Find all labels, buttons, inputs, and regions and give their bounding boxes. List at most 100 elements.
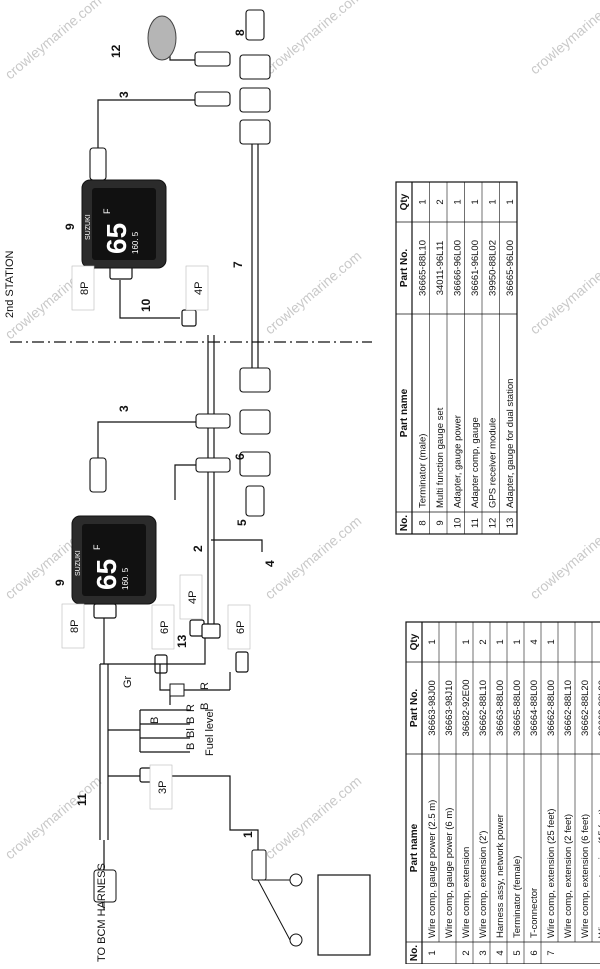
table-cell-part: 36665-88L10 [418, 240, 429, 296]
table-cell-part: 36662-88L00 [546, 680, 557, 736]
harness-label: TO BCM HARNESS [96, 863, 108, 962]
svg-text:6P: 6P [159, 621, 171, 634]
connector-plug [194, 91, 231, 107]
callout-8: 8 [233, 29, 247, 36]
connector-6p-right [235, 651, 249, 673]
t-connector [239, 451, 271, 477]
table-cell-no: 10 [453, 518, 464, 529]
svg-text:4P: 4P [187, 591, 199, 604]
callout-7: 7 [231, 261, 245, 268]
fuel-wire-color: Bl [185, 728, 197, 738]
wire-2-main [207, 335, 215, 632]
table-cell-name: Adapter comp, gauge [470, 417, 481, 508]
fuel-wire-color: B [185, 717, 197, 724]
svg-text:8P: 8P [79, 282, 91, 295]
wire-color-gr: Gr [122, 675, 134, 688]
connector-labels: 3P 6P 6P 4P 4P 8P 8P [61, 265, 251, 810]
gauge-brand: SUZUKI [75, 550, 82, 576]
watermark: crowleymarine.com [262, 773, 365, 863]
t-connector [239, 119, 271, 145]
table-cell-part: 34011-96L11 [435, 241, 446, 296]
table-cell-part: 36664-88L00 [529, 680, 540, 736]
table-cell-name: GPS receiver module [488, 418, 499, 508]
table-cell-name: Wire comp, extension (6 feet) [580, 814, 591, 938]
fuel-wire-colors: B Bl B R [185, 704, 197, 750]
watermark: crowleymarine.com [527, 513, 600, 603]
table-cell-name: Wire comp, extension [461, 847, 472, 938]
table-header: Qty [399, 193, 410, 210]
table-cell-qty: 1 [495, 639, 506, 644]
table-cell-part: 36662-88L20 [580, 680, 591, 736]
wire-color-r: R [199, 682, 211, 690]
table-cell-part: 36665-88L00 [512, 680, 523, 736]
table-cell-name: Terminator (female) [512, 856, 523, 938]
connector-plug [89, 457, 107, 493]
callout-9: 9 [53, 579, 67, 586]
table-cell-part: 36666-96L00 [453, 240, 464, 296]
connector-4p-upper [181, 309, 197, 327]
table-cell-name: Adapter, gauge power [453, 415, 464, 508]
label-8p-upper: 8P [71, 265, 95, 311]
table-cell-no: 9 [435, 520, 446, 525]
watermark: crowleymarine.com [2, 0, 105, 82]
table-cell-no: 13 [505, 518, 516, 529]
gauge-sub-reading: 160. 5 [121, 567, 130, 590]
table-cell-no: 4 [495, 950, 506, 955]
wire-3-extension-lower [97, 421, 230, 458]
table-cell-qty: 1 [418, 199, 429, 204]
gauge-sub-reading: 160. 5 [131, 231, 140, 254]
table-cell-qty: 1 [461, 639, 472, 644]
fuel-level-wires [108, 709, 190, 753]
svg-text:6P: 6P [235, 621, 247, 634]
table-cell-part: 39950-88L02 [488, 240, 499, 296]
table-cell-qty: 1 [488, 199, 499, 204]
table-cell-qty: 1 [470, 199, 481, 204]
table-cell-name: Wire comp, extension (15 feet) [597, 809, 600, 938]
table-cell-part: 36663-88L00 [495, 680, 506, 736]
table-cell-qty: 1 [512, 639, 523, 644]
table-cell-name: Harness assy, network power [495, 814, 506, 938]
table-cell-no: 8 [418, 520, 429, 525]
connector-plug [195, 457, 231, 473]
connector-plug [195, 413, 231, 429]
table-cell-no: 2 [461, 950, 472, 955]
connector-13-adapter [201, 623, 221, 639]
table-header: Part name [409, 823, 420, 872]
battery [257, 873, 371, 956]
label-6p-left: 6P [151, 604, 175, 650]
callout-11: 11 [75, 793, 89, 806]
label-8p-lower: 8P [61, 603, 85, 649]
svg-text:4P: 4P [193, 282, 205, 295]
callout-5: 5 [235, 519, 249, 526]
t-connector [239, 367, 271, 393]
wire-stub-t6 [174, 464, 200, 500]
harness-connector [93, 869, 117, 903]
adapter-11-to-13 [108, 638, 206, 665]
terminator-female [245, 485, 265, 517]
gauge-speed: 65 [91, 559, 122, 590]
table-cell-part: 36662-88L30 [597, 680, 600, 736]
watermark: crowleymarine.com [262, 248, 365, 338]
wire-color-b: B [149, 717, 161, 724]
table-cell-qty: 1 [546, 639, 557, 644]
callout-2: 2 [191, 545, 205, 552]
gps-receiver-module [147, 15, 177, 61]
t-connector [239, 87, 271, 113]
table-cell-part: 36682-92E00 [461, 679, 472, 736]
multi-function-gauge-upper: 65 F 160. 5 SUZUKI [81, 179, 167, 269]
callout-4: 4 [263, 560, 277, 567]
gauge-gear: F [92, 544, 102, 550]
wire-10-adapter [119, 280, 180, 319]
table-cell-part: 36662-88L10 [478, 680, 489, 736]
svg-text:3P: 3P [157, 781, 169, 794]
terminator-male [245, 9, 265, 41]
table-cell-name: Wire comp, extension (2 feet) [563, 814, 574, 938]
fuel-level-label: Fuel level [204, 709, 216, 756]
table-cell-qty: 4 [529, 639, 540, 644]
gauge-brand: SUZUKI [85, 214, 92, 240]
callout-3: 3 [117, 405, 131, 412]
fuel-wire-color: B [185, 743, 197, 750]
